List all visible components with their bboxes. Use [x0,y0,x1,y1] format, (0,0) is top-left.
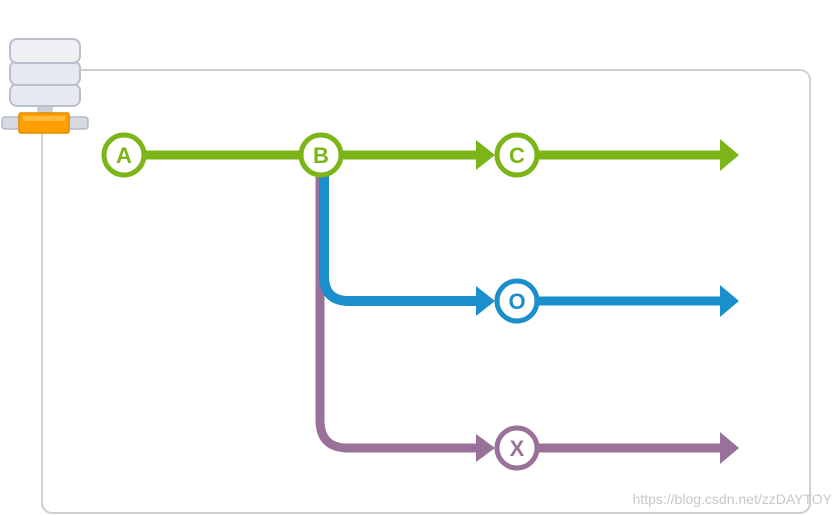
database-server-icon [1,38,89,134]
arrow-head-x-end [720,432,739,464]
arrow-head-b-to-x [476,434,495,462]
arrow-head-b-to-o [476,286,495,316]
watermark-text: https://blog.csdn.net/zzDAYTOY [633,491,833,507]
node-a-label: A [116,143,132,168]
node-x: X [494,425,540,471]
arrow-head-b-to-c [476,140,495,170]
branch-path-purple [315,170,482,453]
node-b: B [298,132,344,178]
arrow-head-c-end [720,139,739,171]
node-x-label: X [510,436,525,461]
branch-path-blue [319,170,482,306]
node-c: C [494,132,540,178]
node-a: A [101,132,147,178]
diagram-frame [41,69,811,514]
node-o-label: O [508,289,525,314]
node-b-label: B [313,143,329,168]
arrow-head-o-end [720,285,739,317]
node-o: O [494,278,540,324]
node-c-label: C [509,143,525,168]
